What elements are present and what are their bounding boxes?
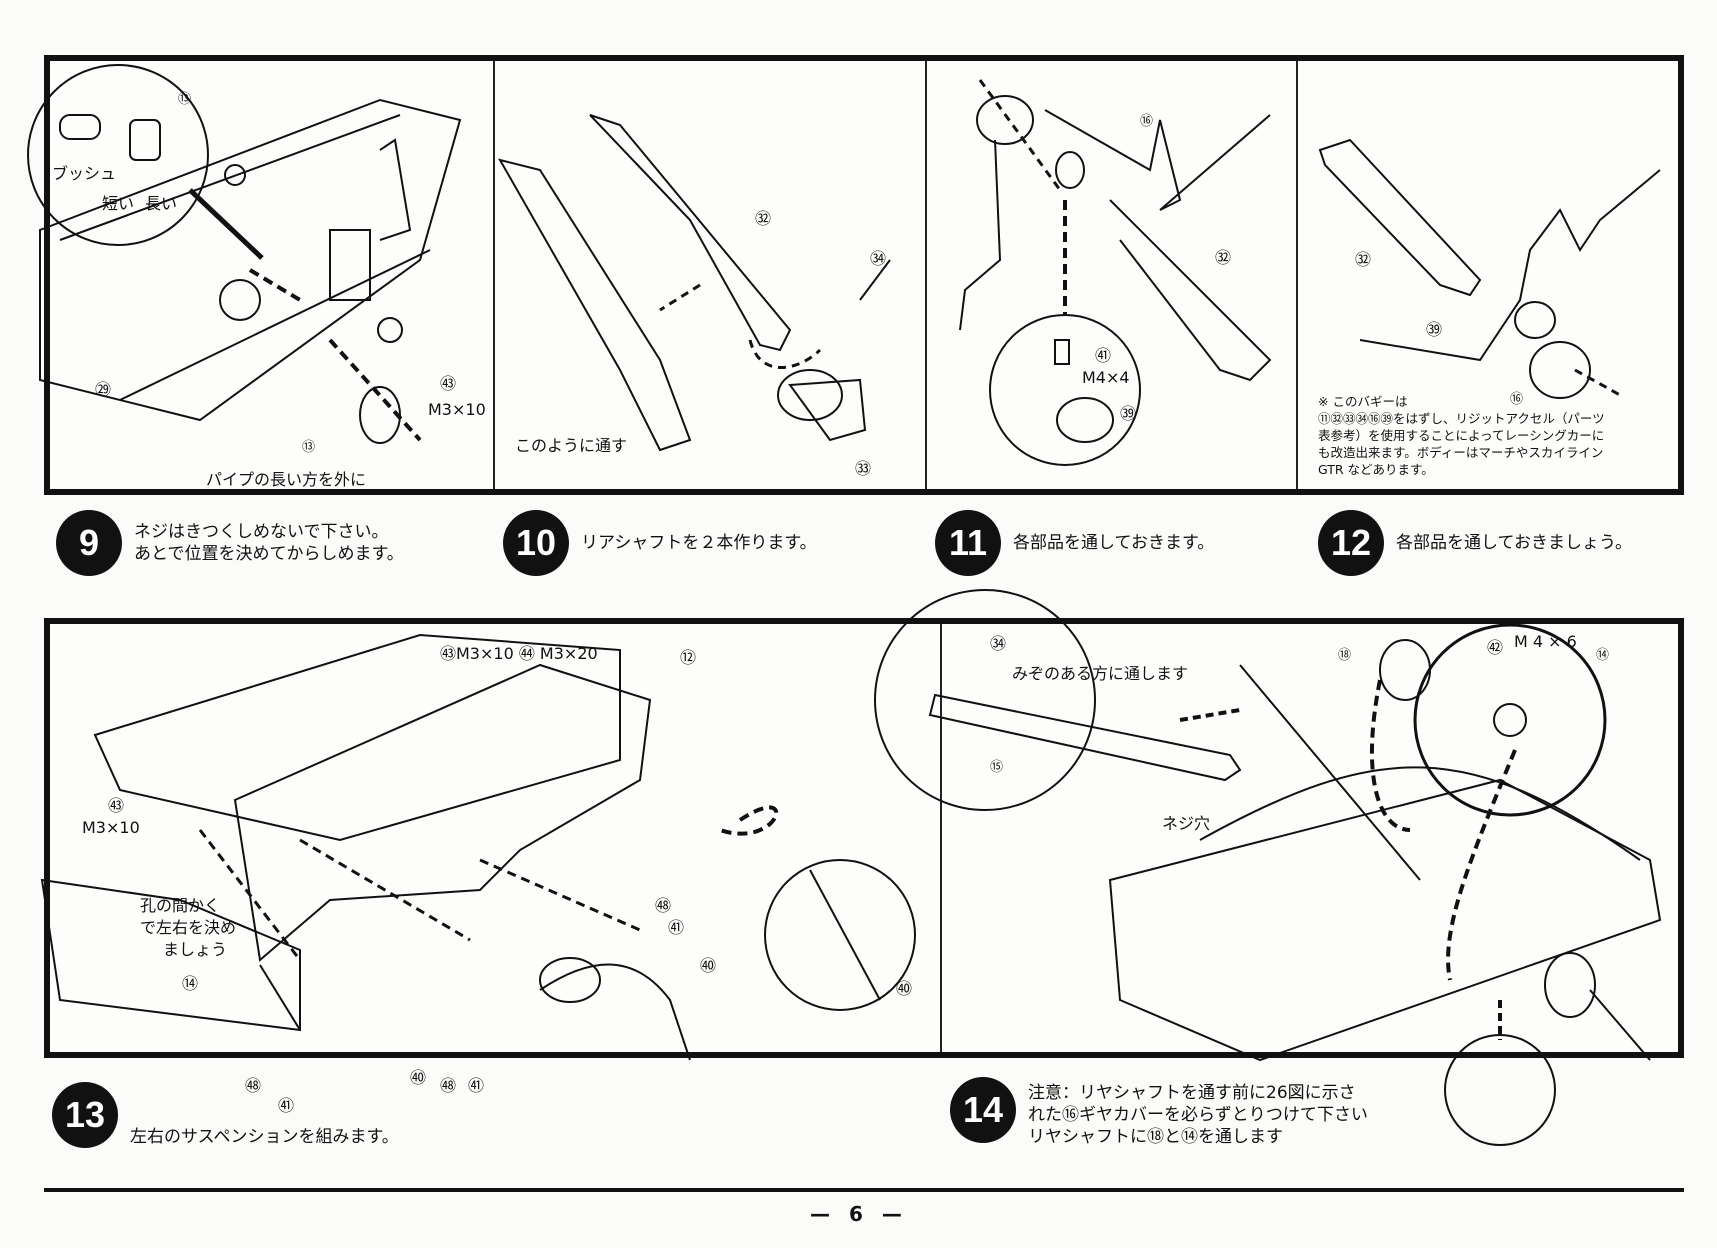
step-text-line: あとで位置を決めてからしめます。 [134,544,404,564]
note-line-5: GTR などあります。 [1318,462,1434,477]
label-part-39: ㊴ [1426,320,1443,339]
label-part-108: ⑱ [1338,648,1352,663]
label-part-113: ⑬ [302,440,316,455]
label-short: 短い [102,194,135,213]
step-12-caption: 12 各部品を通しておきましょう。 [1318,510,1632,576]
step-10-caption: 10 リアシャフトを２本作ります。 [503,510,817,576]
step-number: 13 [52,1082,118,1148]
label-pass-note: このように通す [515,436,628,455]
label-hole-note-3: ましょう [163,940,228,959]
panel-13-assembly [40,633,916,1061]
label-part-29: ㉙ [95,380,112,399]
label-part-115: ⑮ [990,760,1004,775]
label-screw-m3x10: M3×10 [428,400,486,419]
panel-10-shafts [497,114,891,452]
step-13-caption: 13 左右のサスペンションを組みます。 [52,1082,399,1148]
label-hole-note-1: 孔の間かく [140,896,221,915]
label-part-81: ㊶ [468,1076,485,1095]
panel-9-inset-circle [27,64,209,246]
panel-12-parts [1318,138,1661,399]
label-part-39: ㊴ [1120,404,1137,423]
panel-14-assembly [874,589,1662,1146]
label-part-81: ㊶ [278,1096,295,1115]
bottom-panel-frame [44,618,1684,1058]
panel-12-note: ※ このバギーは ⑪㉜㉝㉞⑯㊴をはずし、リジットアクセル（パーツ 表参考）を使用… [1318,393,1605,478]
label-long: 長い [145,194,178,213]
label-pipe-note: パイプの長い方を外に [206,470,367,489]
step-text-line: れた⑯ギヤカバーを必らずとりつけて下さい [1028,1105,1368,1125]
step-number: 14 [950,1077,1016,1143]
step-11-caption: 11 各部品を通しておきます。 [935,510,1214,576]
label-part-40: ㊵ [896,979,913,998]
label-part-84: ㊽ [655,896,672,915]
note-line-1: ※ このバギーは [1318,394,1408,409]
label-screw-m4x4: M4×4 [1082,368,1130,387]
divider-13-14 [940,624,942,1052]
label-part-32: ㉜ [1355,250,1372,269]
label-part-32: ㉜ [1215,248,1232,267]
step-number: 10 [503,510,569,576]
label-part-73: ㊸ [440,374,457,393]
footer-rule [44,1188,1684,1192]
label-part-34: ㉞ [870,249,887,268]
label-part-33: ㉝ [855,459,872,478]
label-screw-hole: ネジ穴 [1162,814,1211,833]
label-part-116: ⑯ [1510,392,1524,407]
label-part-40: ㊵ [700,956,717,975]
panel-9-chassis [39,98,462,444]
label-screws-top: ㊸M3×10 ㊹ M3×20 [440,644,598,663]
label-part-34: ㉞ [990,634,1007,653]
label-part-81: ㊶ [668,918,685,937]
step-14-caption: 14 注意：リヤシャフトを通す前に26図に示さ れた⑯ギヤカバーを必らずとりつけ… [950,1072,1368,1148]
note-line-2: ⑪㉜㉝㉞⑯㊴をはずし、リジットアクセル（パーツ [1318,411,1605,426]
step-number: 12 [1318,510,1384,576]
step-text-line: リヤシャフトに⑱と⑭を通します [1028,1127,1283,1147]
step-text-line: 各部品を通しておきます。 [1013,533,1215,553]
label-part-32: ㉜ [755,209,772,228]
label-part-73: ㊸ [108,796,125,815]
note-line-3: 表参考）を使用することによってレーシングカーに [1318,428,1605,443]
label-part-72: ㊷ [1487,638,1504,657]
label-part-84: ㊽ [245,1076,262,1095]
note-line-4: も改造出来ます。ボディーはマーチやスカイライン [1318,445,1604,460]
label-bush: ブッシュ [52,164,117,183]
step-number: 11 [935,510,1001,576]
label-part-114: ⑭ [1596,648,1610,663]
label-part-12: ⑫ [680,648,697,667]
label-part-40: ㊵ [410,1068,427,1087]
step-text-line: リアシャフトを２本作ります。 [581,533,817,553]
label-screw-m3x10: M3×10 [82,818,140,837]
step-number: 9 [56,510,122,576]
step-9-caption: 9 ネジはきつくしめないで下さい。 あとで位置を決めてからしめます。 [56,510,404,576]
divider-9-10 [493,61,495,489]
label-hole-note-2: で左右を決め [140,918,237,937]
label-part-84: ㊽ [440,1076,457,1095]
label-groove-note: みぞのある方に通します [1012,664,1189,683]
divider-10-11 [925,61,927,489]
panel-11-parts [959,79,1272,466]
step-text-line: 各部品を通しておきましょう。 [1396,533,1632,553]
step-text-line: ネジはきつくしめないで下さい。 [134,522,389,542]
step-text-line: 注意：リヤシャフトを通す前に26図に示さ [1028,1083,1356,1103]
label-screw-m4x6: M 4 × 6 [1514,632,1577,651]
label-part-116: ⑯ [1140,114,1154,129]
divider-11-12 [1296,61,1298,489]
label-part-113-inset: ⑬ [178,92,192,107]
label-part-71: ㊶ [1095,346,1112,365]
page-number: — 6 — [810,1202,908,1226]
label-part-14: ⑭ [182,974,199,993]
step-text-line: 左右のサスペンションを組みます。 [130,1127,399,1147]
